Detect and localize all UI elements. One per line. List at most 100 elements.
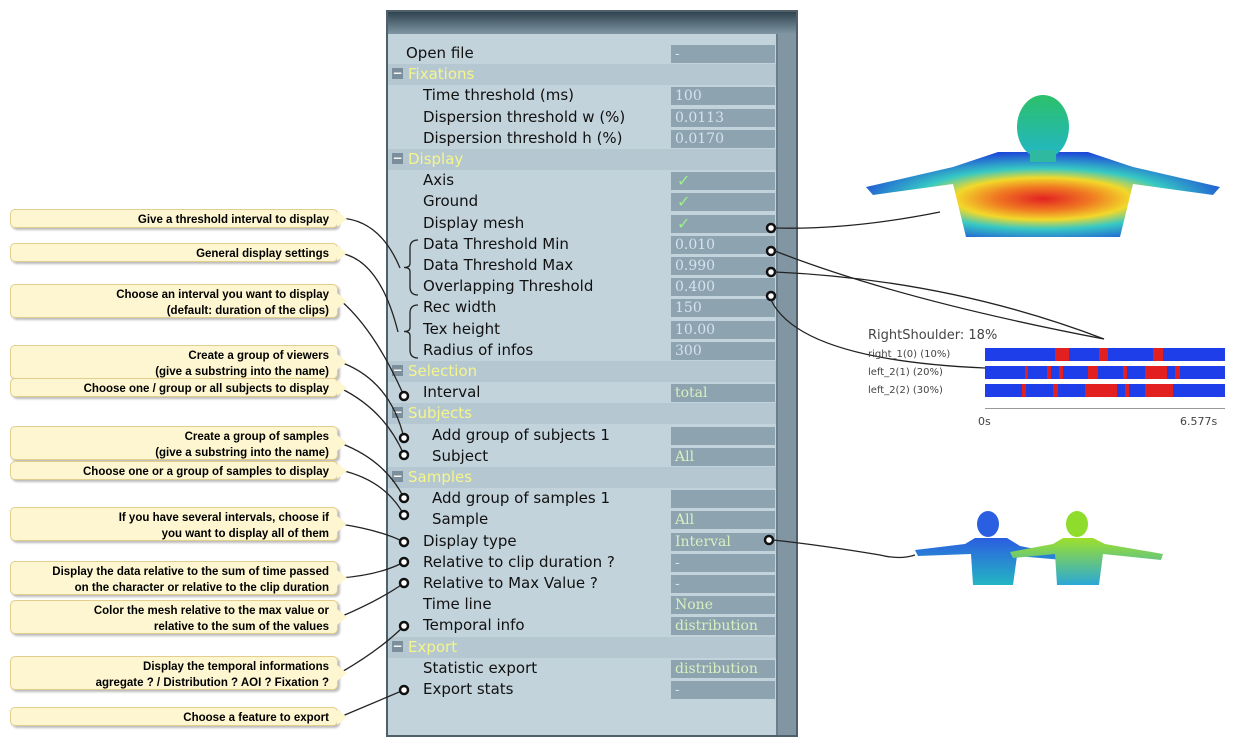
value-field[interactable]: 0.010 — [671, 235, 775, 254]
value-field[interactable]: 0.990 — [671, 257, 775, 275]
value-field[interactable]: 150 — [671, 299, 775, 318]
annotation-callout: Choose an interval you want to display (… — [10, 284, 347, 318]
setting-label: Add group of subjects 1 — [432, 425, 610, 444]
section-samples[interactable]: −Samples — [388, 467, 780, 488]
connector-line — [774, 250, 1105, 340]
heatmap-mesh-figure — [866, 95, 1220, 237]
value-field[interactable]: distribution — [671, 659, 775, 678]
value-field[interactable] — [671, 490, 775, 509]
setting-row-time-threshold-ms: Time threshold (ms)100 — [388, 85, 780, 106]
value-field[interactable] — [671, 426, 775, 445]
setting-label: Axis — [423, 171, 455, 190]
timeline-row-label: left_2(2) (30%) — [868, 385, 943, 396]
value-field[interactable]: - — [671, 553, 775, 572]
timeline-row-bar — [985, 348, 1225, 361]
setting-label: Relative to Max Value ? — [423, 574, 598, 592]
value-field[interactable]: 100 — [671, 87, 775, 106]
timeline-segment — [1125, 384, 1129, 397]
value-field[interactable]: - — [671, 681, 775, 699]
setting-label: Statistic export — [423, 658, 538, 677]
value-field[interactable]: total — [671, 384, 775, 403]
setting-row-export-stats: Export stats - — [388, 679, 780, 700]
value-field[interactable]: 300 — [671, 341, 775, 360]
timeline-axis-start: 0s — [978, 415, 991, 428]
setting-label: Display type — [423, 531, 517, 550]
timeline-row-label: right_1(0) (10%) — [868, 349, 951, 360]
setting-row-axis: Axis ✓ — [388, 170, 780, 191]
setting-label: Radius of infos — [423, 340, 534, 359]
setting-row-display-type: Display type Interval — [388, 531, 780, 552]
value-field[interactable]: Interval — [671, 532, 775, 551]
value-field[interactable]: - — [671, 575, 775, 593]
connector-line — [339, 625, 405, 674]
setting-row-add-group-of-samples-1: Add group of samples 1 — [388, 488, 780, 509]
annotation-callout: Create a group of viewers (give a substr… — [10, 345, 347, 379]
connector-line — [339, 299, 405, 397]
value-field[interactable]: All — [671, 511, 775, 530]
marker-dot — [765, 290, 777, 302]
marker-dot — [398, 432, 410, 444]
collapse-icon[interactable]: − — [392, 405, 403, 420]
brace-bracket — [403, 304, 419, 359]
checkbox[interactable]: ✓ — [671, 214, 775, 233]
connector-line — [339, 361, 405, 439]
panel-title-bar — [388, 12, 796, 34]
section-export[interactable]: −Export — [388, 636, 780, 658]
connector-line — [339, 469, 405, 516]
collapse-icon[interactable]: − — [392, 151, 403, 165]
setting-row-dispersion-threshold-w: Dispersion threshold w (%)0.0113 — [388, 107, 780, 128]
checkbox[interactable]: ✓ — [671, 172, 775, 191]
value-field[interactable]: All — [671, 447, 775, 466]
section-title: Samples — [408, 468, 473, 486]
connector-line — [339, 387, 405, 456]
value-field[interactable]: None — [671, 596, 775, 615]
mesh-comparison-figure — [915, 511, 1163, 585]
setting-label: Dispersion threshold h (%) — [423, 128, 623, 147]
setting-label: Rec width — [423, 298, 497, 317]
annotation-callout: Color the mesh relative to the max value… — [10, 600, 347, 634]
connector-line — [339, 582, 405, 618]
value-field[interactable]: 0.0170 — [671, 129, 775, 148]
setting-label: Export stats — [423, 680, 514, 698]
collapse-icon[interactable]: − — [392, 638, 403, 653]
section-fixations[interactable]: −Fixations — [388, 64, 780, 86]
value-field[interactable]: - — [671, 45, 775, 63]
marker-dot — [398, 556, 410, 568]
marker-dot — [763, 534, 775, 546]
value-field[interactable]: 0.400 — [671, 278, 775, 297]
section-selection[interactable]: −Selection — [388, 361, 780, 382]
annotation-callout: Choose one or a group of samples to disp… — [10, 461, 347, 480]
timeline-segment — [1085, 384, 1117, 397]
connector-line — [339, 523, 405, 543]
annotation-callout: Create a group of samples (give a substr… — [10, 426, 347, 460]
setting-label: Temporal info — [423, 616, 525, 635]
collapse-icon[interactable]: − — [392, 363, 403, 377]
setting-row-display-mesh: Display mesh✓ — [388, 213, 780, 234]
connector-line — [339, 689, 405, 718]
value-field[interactable]: 10.00 — [671, 320, 775, 339]
connector-line — [339, 252, 399, 333]
value-field[interactable]: distribution — [671, 617, 775, 636]
marker-dot — [765, 266, 777, 278]
connector-line — [774, 211, 941, 229]
timeline-segment — [1088, 366, 1098, 379]
timeline-row-bar — [985, 384, 1225, 397]
setting-row-relative-to-max-value: Relative to Max Value ? - — [388, 573, 780, 594]
timeline-segment — [1047, 366, 1051, 379]
panel-scrollbar[interactable] — [776, 34, 796, 735]
marker-dot — [398, 577, 410, 589]
connector-line — [339, 442, 405, 499]
marker-dot — [398, 684, 410, 696]
collapse-icon[interactable]: − — [392, 66, 403, 81]
section-display[interactable]: −Display — [388, 149, 780, 170]
value-field[interactable]: 0.0113 — [671, 108, 775, 127]
collapse-icon[interactable]: − — [392, 469, 403, 483]
checkbox[interactable]: ✓ — [671, 193, 775, 212]
section-subjects[interactable]: −Subjects — [388, 403, 780, 425]
